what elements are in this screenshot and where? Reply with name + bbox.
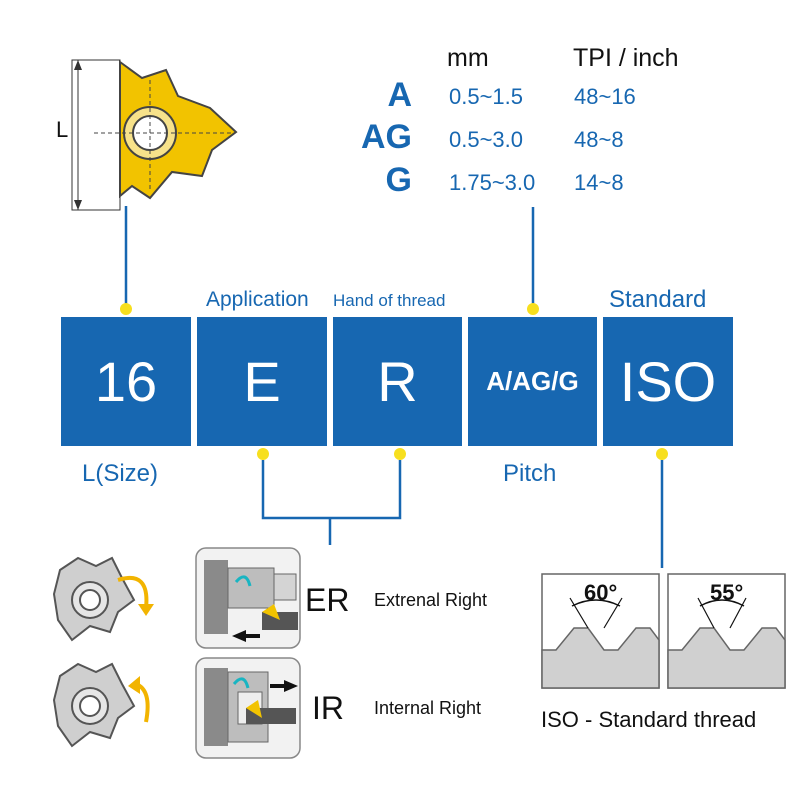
er-machining-drawing (195, 547, 301, 649)
pitch-header-mm: mm (447, 44, 489, 72)
pitch-tpi-ag: 48~8 (574, 127, 624, 152)
ir-description: Internal Right (374, 698, 482, 718)
insert-drawing (71, 59, 238, 211)
thread-profile-60 (541, 573, 660, 689)
pitch-code-g: G (385, 161, 412, 199)
pitch-mm-g: 1.75~3.0 (449, 170, 536, 195)
pitch-tpi-g: 14~8 (574, 170, 624, 195)
label-size: L(Size) (82, 460, 159, 487)
code-box-hand-value: R (377, 350, 418, 413)
ir-code: IR (312, 690, 344, 726)
thread-angle-55: 55° (710, 580, 744, 605)
code-box-pitch: A/AG/G (468, 317, 597, 446)
pitch-mm-ag: 0.5~3.0 (449, 127, 524, 152)
label-pitch: Pitch (503, 460, 557, 487)
pitch-code-a: A (387, 76, 412, 114)
er-code: ER (305, 582, 350, 618)
thread-angle-60: 60° (584, 580, 618, 605)
code-box-size-value: 16 (94, 350, 158, 413)
code-box-standard-value: ISO (619, 350, 717, 413)
label-application: Application (206, 288, 309, 311)
pitch-mm-a: 0.5~1.5 (449, 84, 524, 109)
pitch-tpi-a: 48~16 (574, 84, 636, 109)
code-box-pitch-value: A/AG/G (486, 366, 579, 396)
code-box-application: E (197, 317, 327, 446)
ir-machining-drawing (195, 657, 301, 759)
code-box-standard: ISO (603, 317, 733, 446)
er-insert-drawing (52, 556, 154, 642)
pitch-header-tpi: TPI / inch (573, 44, 679, 72)
code-box-size: 16 (61, 317, 191, 446)
er-description: Extrenal Right (374, 590, 488, 610)
thread-caption: ISO - Standard thread (541, 707, 757, 732)
thread-profile-55 (667, 573, 786, 689)
label-hand-of-thread: Hand of thread (333, 291, 446, 310)
pitch-code-ag: AG (361, 118, 412, 156)
ir-insert-drawing (52, 662, 150, 748)
insert-dimension-label: L (56, 117, 69, 142)
code-box-hand: R (333, 317, 462, 446)
code-box-application-value: E (243, 350, 281, 413)
label-standard: Standard (609, 286, 707, 313)
